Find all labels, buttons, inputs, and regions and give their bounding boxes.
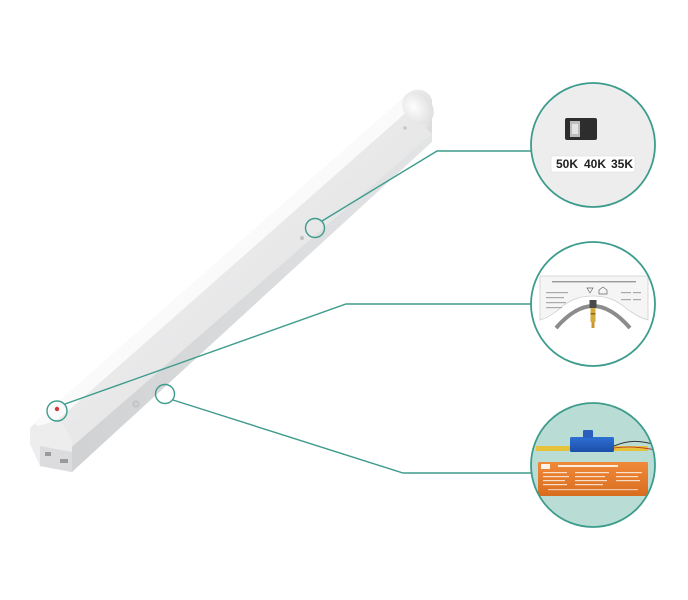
leader-line-3 — [172, 399, 531, 474]
detail-frame-3 — [530, 402, 656, 528]
detail-frame-2 — [530, 241, 656, 367]
cct-label-40k: 40K — [584, 157, 606, 171]
detail-frame-1 — [530, 82, 656, 208]
emergency-driver-box — [538, 462, 648, 496]
mount-slot — [45, 452, 51, 456]
brand-logo — [541, 464, 550, 469]
test-button-cap — [589, 300, 597, 308]
leader-line-2 — [64, 303, 531, 405]
leader-line-1 — [321, 150, 531, 222]
cct-switch-recess — [565, 118, 597, 140]
battery-pack — [570, 437, 614, 452]
detail-test-plate — [530, 241, 656, 367]
house-icon — [598, 286, 608, 295]
detail-emergency-driver — [530, 402, 656, 528]
callout-marker-3 — [154, 383, 176, 405]
callout-marker-2 — [46, 400, 68, 422]
screw — [300, 236, 304, 240]
bin-icon — [586, 287, 594, 294]
screw — [403, 126, 407, 130]
mount-slot — [60, 459, 68, 463]
detail-cct-switch: 50K 40K 35K — [530, 82, 656, 208]
test-button-indicator — [54, 406, 60, 412]
test-pin — [590, 308, 596, 322]
led-strip-fixture — [30, 89, 434, 472]
callout-leaders — [46, 150, 531, 474]
cct-label-35k: 35K — [611, 157, 633, 171]
knockout — [132, 400, 140, 408]
callout-marker-1 — [304, 217, 326, 239]
cct-label-50k: 50K — [556, 157, 578, 171]
